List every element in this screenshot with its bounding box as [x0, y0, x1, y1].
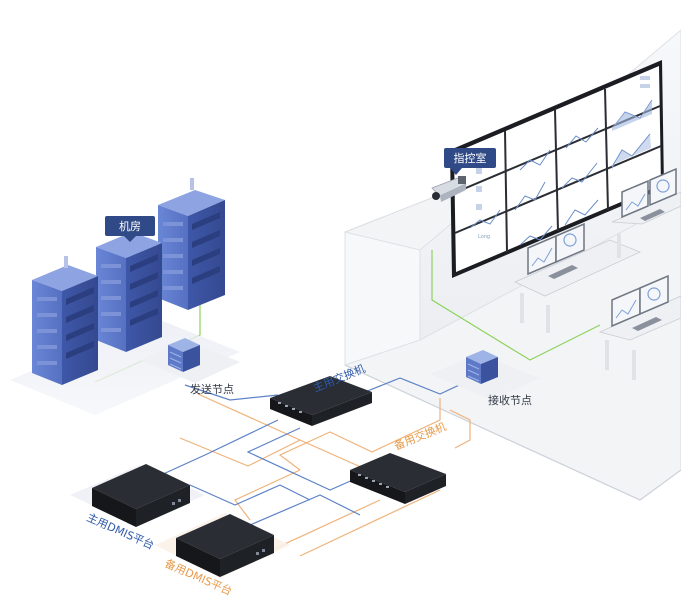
receive-node: 接收节点 [430, 350, 540, 407]
send-node-device-icon [168, 338, 200, 372]
orange-links [179, 393, 471, 561]
server-rack [96, 222, 162, 352]
operator-desks [514, 167, 681, 380]
receive-node-device-icon [466, 350, 498, 384]
workstation-monitors [527, 167, 677, 328]
backup-dmis-platform: 备用DMIS平台 [155, 513, 290, 598]
wall-chart-label: Long [478, 234, 490, 240]
machine-room-servers [10, 178, 240, 415]
send-node-label: 发送节点 [190, 382, 234, 396]
backup-switch-label: 备用交换机 [392, 419, 448, 453]
control-room-label: 指控室 [454, 151, 487, 165]
main-switch: 主用交换机 [270, 361, 372, 426]
send-node: 发送节点 [140, 338, 240, 396]
server-rack [158, 178, 225, 310]
receive-node-label: 接收节点 [488, 393, 532, 407]
security-camera-icon [431, 176, 467, 202]
machine-room-tag: 机房 [105, 216, 155, 242]
video-wall: Long [450, 60, 664, 278]
machine-room-label: 机房 [119, 219, 141, 233]
backup-switch: 备用交换机 [350, 419, 448, 504]
control-room-tag: 指控室 [444, 148, 496, 175]
server-rack [32, 256, 98, 385]
